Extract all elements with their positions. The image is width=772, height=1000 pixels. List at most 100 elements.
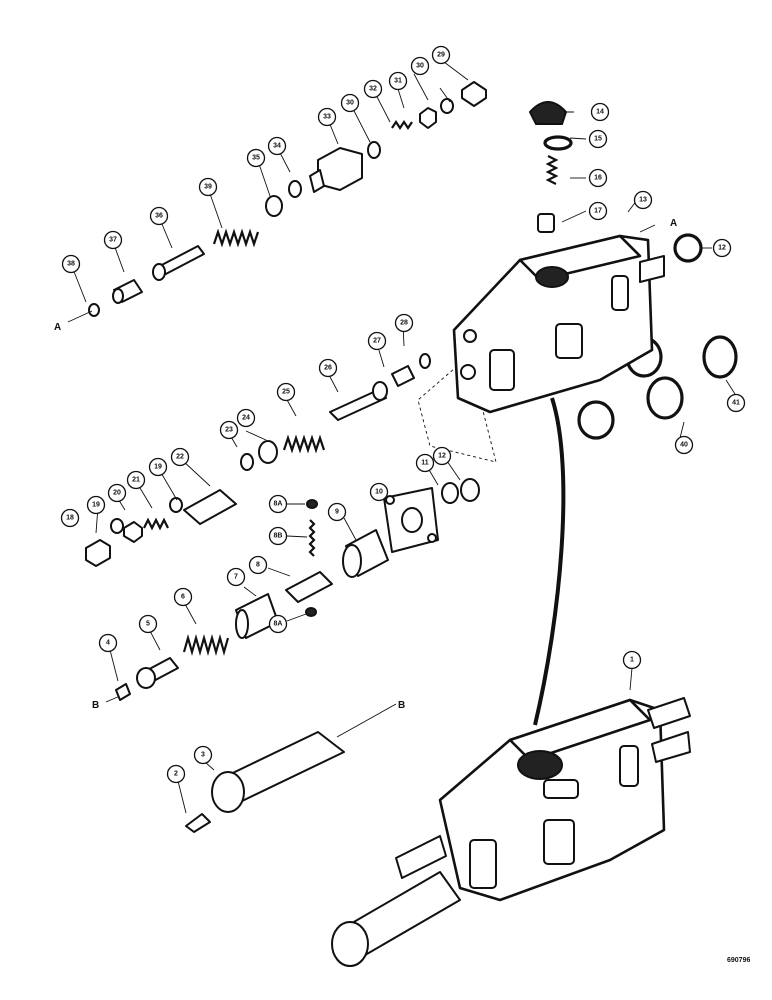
callout-c31: 31: [388, 71, 408, 91]
svg-text:5: 5: [146, 621, 150, 628]
svg-text:27: 27: [373, 338, 381, 345]
top-plug-parts: [528, 101, 568, 233]
o-ring-23: [240, 453, 254, 471]
o-ring-41: [543, 135, 573, 151]
upper-valve-section: [452, 234, 665, 414]
svg-text:16: 16: [594, 175, 602, 182]
lower-parts: [115, 487, 439, 833]
svg-text:8B: 8B: [274, 533, 283, 540]
reference-letters: A A B B: [54, 218, 677, 711]
callout-c27: 27: [367, 331, 387, 351]
svg-text:35: 35: [252, 155, 260, 162]
drawing-code: 690796: [727, 957, 750, 964]
washer-19b: [169, 497, 183, 513]
svg-text:28: 28: [400, 320, 408, 327]
ref-a-right: A: [670, 218, 677, 229]
washer-24: [258, 440, 278, 464]
callout-c6: 6: [173, 587, 193, 607]
callout-c25: 25: [276, 382, 296, 402]
callout-c8a1: 8A: [268, 494, 288, 514]
svg-text:19: 19: [154, 464, 162, 471]
svg-text:12: 12: [718, 245, 726, 252]
callout-c7: 7: [226, 567, 246, 587]
svg-text:32: 32: [369, 86, 377, 93]
callout-c32: 32: [363, 79, 383, 99]
o-ring-12: [460, 478, 480, 502]
middle-parts: [85, 365, 415, 567]
washer-30a: [440, 98, 454, 114]
svg-text:39: 39: [204, 184, 212, 191]
svg-text:25: 25: [282, 389, 290, 396]
callouts: 1 2 3 4 5 6 7 8 8A 8B 8A 9 10 11 12 12 1…: [60, 45, 746, 784]
svg-text:8A: 8A: [274, 501, 283, 508]
svg-text:20: 20: [113, 490, 121, 497]
callout-c13: 13: [633, 190, 653, 210]
callout-c21: 21: [126, 470, 146, 490]
washer-30b: [367, 141, 381, 159]
callout-c1: 1: [622, 650, 642, 670]
callout-c9: 9: [327, 502, 347, 522]
svg-text:24: 24: [242, 415, 250, 422]
svg-text:33: 33: [323, 114, 331, 121]
svg-text:19: 19: [92, 502, 100, 509]
callout-c8a2: 8A: [268, 614, 288, 634]
callout-c19b: 19: [148, 457, 168, 477]
callout-c41: 41: [726, 393, 746, 413]
svg-text:1: 1: [630, 657, 634, 664]
svg-text:12: 12: [438, 453, 446, 460]
callout-c29: 29: [431, 45, 451, 65]
svg-text:11: 11: [421, 460, 429, 467]
callout-c22: 22: [170, 447, 190, 467]
callout-c23: 23: [219, 420, 239, 440]
callout-c16: 16: [588, 168, 608, 188]
o-ring-12-top: [673, 233, 703, 263]
svg-text:21: 21: [132, 477, 140, 484]
svg-text:8A: 8A: [274, 621, 283, 628]
svg-text:4: 4: [106, 640, 110, 647]
callout-c2: 2: [166, 764, 186, 784]
o-ring-b: [702, 335, 738, 379]
ref-b-right: B: [398, 700, 405, 711]
svg-text:34: 34: [273, 143, 281, 150]
o-ring-11: [441, 482, 459, 504]
svg-text:31: 31: [394, 78, 402, 85]
callout-c3: 3: [193, 745, 213, 765]
o-ring-c: [577, 400, 615, 440]
callout-c8b: 8B: [268, 526, 288, 546]
callout-c20: 20: [107, 483, 127, 503]
callout-c34: 34: [267, 136, 287, 156]
callout-c40: 40: [674, 435, 694, 455]
callout-c30b: 30: [340, 93, 360, 113]
svg-text:10: 10: [375, 489, 383, 496]
callout-c17: 17: [588, 201, 608, 221]
callout-c36: 36: [149, 206, 169, 226]
svg-text:9: 9: [335, 509, 339, 516]
svg-text:2: 2: [174, 771, 178, 778]
callout-c30a: 30: [410, 56, 430, 76]
svg-text:17: 17: [594, 208, 602, 215]
svg-text:23: 23: [225, 427, 233, 434]
callout-c12b: 12: [712, 238, 732, 258]
svg-text:6: 6: [181, 594, 185, 601]
svg-text:15: 15: [594, 136, 602, 143]
svg-text:3: 3: [201, 752, 205, 759]
lower-valve-assembly: [331, 697, 691, 967]
svg-text:14: 14: [596, 109, 604, 116]
svg-text:22: 22: [176, 454, 184, 461]
o-ring-38: [88, 303, 100, 317]
callout-c33: 33: [317, 107, 337, 127]
svg-text:29: 29: [437, 52, 445, 59]
callout-c35: 35: [246, 148, 266, 168]
callout-c37: 37: [103, 230, 123, 250]
svg-text:36: 36: [155, 213, 163, 220]
seal-rings: [88, 98, 738, 534]
o-ring-34: [288, 180, 302, 198]
callout-c15: 15: [588, 129, 608, 149]
callout-c11: 11: [415, 453, 435, 473]
svg-text:8: 8: [256, 562, 260, 569]
svg-text:18: 18: [66, 515, 74, 522]
svg-text:41: 41: [732, 400, 740, 407]
svg-text:13: 13: [639, 197, 647, 204]
callout-c24: 24: [236, 408, 256, 428]
